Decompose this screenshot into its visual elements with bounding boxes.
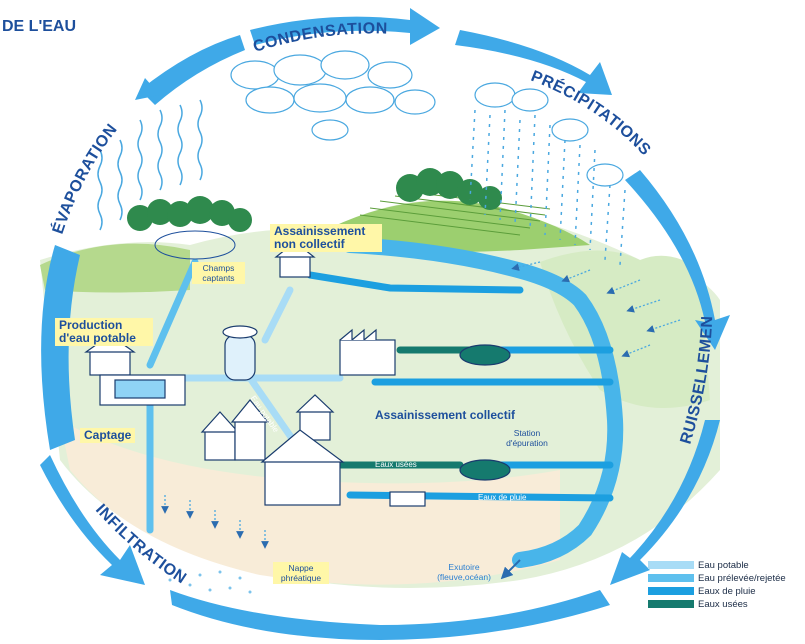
evaporation-waves [97,99,203,231]
legend-item: Eau prélevée/rejetée [648,572,804,584]
legend-item: Eaux usées [648,598,804,610]
label-eaux-de-pluie-pipe: Eaux de pluie [478,493,527,502]
label-eaux-usees-pipe: Eaux usées [375,460,417,469]
outlet-arrow [500,559,521,580]
legend-swatch [648,561,694,569]
legend: Eau potable Eau prélevée/rejetée Eaux de… [648,559,804,611]
pivot-irrigation [154,230,236,260]
river [342,237,624,568]
legend-item: Eaux de pluie [648,585,804,597]
label-production-eau-potable: Production d'eau potable [55,318,153,346]
right-hills [540,250,710,408]
legend-label: Eau potable [698,559,749,571]
rain [469,109,626,266]
label-assainissement-collectif: Assainissement collectif [375,408,516,422]
legend-swatch [648,587,694,595]
runoff-arrows [511,261,681,358]
infiltration-arrows [161,495,269,549]
label-station-epuration: Station d'épuration [506,428,548,448]
groundwater-dots [168,568,252,594]
buildings [84,241,511,507]
legend-label: Eaux usées [698,598,748,610]
legend-item: Eau potable [648,559,804,571]
legend-label: Eaux de pluie [698,585,756,597]
label-champs-captants: Champs captants [192,262,245,284]
vineyard-hill [330,200,590,253]
clouds [230,50,624,187]
legend-swatch [648,600,694,608]
label-exutoire: Exutoire (fleuve,océan) [437,562,491,582]
label-captage: Captage [80,428,136,443]
label-evaporation: ÉVAPORATION [48,121,121,236]
legend-label: Eau prélevée/rejetée [698,572,786,584]
cycle-arrows [40,8,730,640]
forest [396,168,502,210]
page-title: DE L'EAU [2,18,77,35]
trees-left [127,196,252,232]
label-nappe-phreatique: Nappe phréatique [273,562,329,584]
pipes [146,258,614,534]
legend-swatch [648,574,694,582]
label-assainissement-non-collectif: Assainissement non collectif [270,224,382,252]
